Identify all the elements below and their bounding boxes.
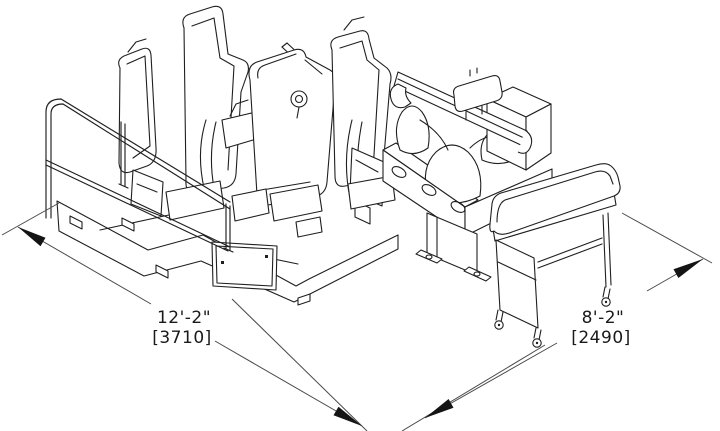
width-dimension-metric-label: [3710] [152,328,212,348]
caster-wheel [494,309,504,330]
seat-mount-box [347,175,396,210]
extension-line [1,202,60,236]
guard-rail [45,98,234,253]
width-dimension: 12'-2" [3710] [1,202,368,431]
seat-mount-box [295,216,323,238]
seat-assemblies [118,5,396,238]
restraint-strap [210,121,217,189]
beam-end-hook [517,129,533,154]
top-beam-assembly [389,67,533,154]
bench-crossbar [537,237,603,263]
simulator-platform-drawing [45,5,399,306]
restraint-strap [199,119,207,189]
pivot-knob [290,90,308,108]
arrowhead [425,399,454,418]
access-door [211,241,278,291]
jetski-simulator-drawing [382,67,621,348]
pedestal [415,212,492,282]
door-latch-dot [265,255,268,258]
seat-back-assembly [182,5,261,193]
leveling-foot [69,215,83,230]
depth-dimension-metric-label: [2490] [571,328,631,348]
vent-hole [421,184,437,196]
dimension-annotations: 12'-2" [3710] 8'-2" [2490] [1,202,713,431]
width-dimension-imperial-label: 12'-2" [157,308,211,328]
actuator [453,75,503,112]
vent-hole [391,166,407,178]
depth-dimension: 8'-2" [2490] [401,212,713,431]
foot-plate [415,249,443,264]
bench-side-panel [495,239,539,329]
caster-wheel [532,327,542,348]
seat-back-assembly [248,48,336,206]
extension-line [621,212,713,264]
caster-wheel [601,286,611,307]
seat-mount-box [231,188,270,222]
beam-end-hook [389,83,412,109]
bolt-hole [473,271,481,277]
arrowhead [673,259,703,278]
arrowhead [333,406,362,426]
arrowhead [18,227,46,247]
bench-cart-drawing [489,163,621,348]
leveling-foot [297,293,311,306]
leveling-foot [121,217,135,232]
leveling-foot [155,264,169,279]
bench-crossbar [537,243,603,269]
bench-leg [607,212,612,286]
rail-mid-bar [45,159,231,248]
bench-leg [602,214,607,288]
bolt-hole [425,254,433,260]
depth-dimension-imperial-label: 8'-2" [582,308,625,328]
extension-line [401,344,546,431]
seat-mount-box [269,184,323,222]
bench-top [489,163,621,235]
rail-mid-bar [45,164,229,252]
extension-line [231,298,368,431]
foot-plate [463,266,492,282]
door-latch-dot [221,261,224,264]
